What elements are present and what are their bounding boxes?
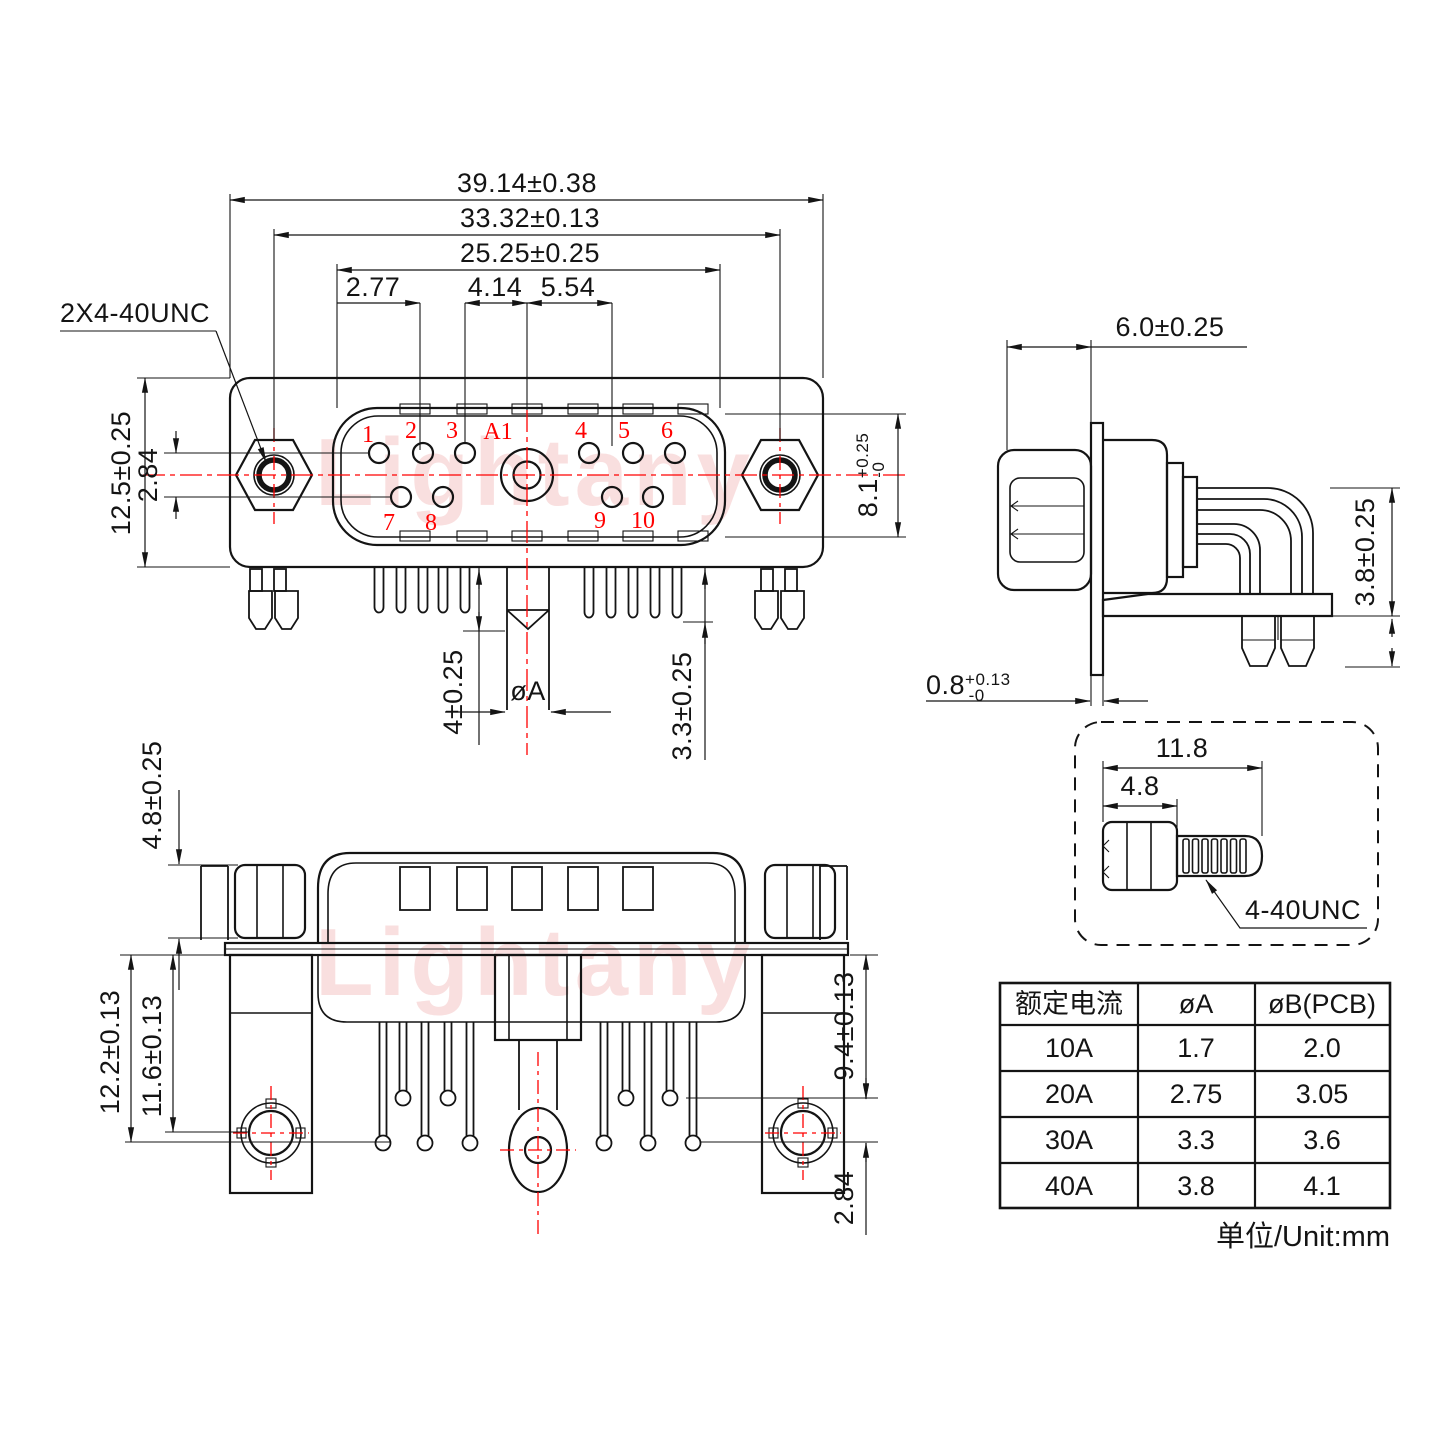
dim-screw-total-length: 11.8 — [1156, 733, 1209, 763]
table-row: 40A 3.8 4.1 — [1045, 1171, 1341, 1201]
cell-dia-b-30a: 3.6 — [1303, 1125, 1341, 1155]
unit-note: 单位/Unit:mm — [1216, 1220, 1390, 1253]
pin-number-labels: 1 2 3 A1 4 5 6 7 8 9 10 — [362, 418, 673, 536]
screw-dimensions: 11.8 4.8 4-40UNC — [1102, 733, 1367, 929]
dim-pin-length: 3.3±0.25 — [667, 652, 697, 761]
dim-pin-row-b: 11.6±0.13 — [137, 995, 167, 1117]
dim-pin-depth: 9.4±0.13 — [829, 972, 859, 1081]
cell-dia-a-20a: 2.75 — [1170, 1079, 1223, 1109]
dim-face-width: 25.25±0.25 — [460, 238, 600, 268]
table-header-dia-a: øA — [1179, 989, 1214, 1019]
dim-pitch-b: 4.14 — [468, 272, 523, 302]
table-row: 30A 3.3 3.6 — [1045, 1125, 1341, 1155]
screw-detail: 11.8 4.8 4-40UNC — [1074, 721, 1379, 946]
spec-table: 额定电流 øA øB(PCB) 10A 1.7 2.0 20A 2.75 3.0… — [998, 981, 1392, 1253]
front-view: 1 2 3 A1 4 5 6 7 8 9 10 — [60, 168, 908, 760]
cell-current-20a: 20A — [1045, 1079, 1093, 1109]
dim-overall-width: 39.14±0.38 — [457, 168, 597, 198]
dim-screw-head-length: 4.8 — [1120, 771, 1159, 801]
cell-dia-b-10a: 2.0 — [1303, 1033, 1341, 1063]
cell-dia-a-30a: 3.3 — [1177, 1125, 1215, 1155]
dim-pin-row-a: 12.2±0.13 — [95, 990, 125, 1114]
dim-tail-height: 3.8±0.25 — [1350, 498, 1380, 607]
mounting-holes — [236, 1098, 838, 1168]
cell-dia-b-40a: 4.1 — [1303, 1171, 1341, 1201]
front-view-dimensions: 39.14±0.38 33.32±0.13 25.25±0.25 2.77 4.… — [60, 168, 906, 760]
bottom-view-dimensions: 4.8±0.25 12.2±0.13 11.6±0.13 9.4±0.13 2.… — [95, 741, 878, 1235]
watermark-text: Lightany — [315, 909, 755, 1016]
thread-callout: 2X4-40UNC — [60, 298, 210, 328]
dim-row-offset: 2.84 — [133, 448, 163, 503]
watermark-layer: Lightany Lightany — [315, 419, 755, 1016]
bottom-view: 4.8±0.25 12.2±0.13 11.6±0.13 9.4±0.13 2.… — [95, 741, 878, 1235]
dim-center-pin-length: 4±0.25 — [438, 649, 468, 734]
pin-label-2: 2 — [405, 418, 417, 444]
side-view-outline — [996, 421, 1334, 677]
side-view: 6.0±0.25 3.8±0.25 0.8+0.13-0 — [926, 312, 1400, 706]
pin-label-5: 5 — [618, 418, 630, 444]
centerlines — [143, 410, 908, 755]
side-view-dimensions: 6.0±0.25 3.8±0.25 0.8+0.13-0 — [926, 312, 1400, 706]
table-row: 10A 1.7 2.0 — [1045, 1033, 1341, 1063]
dim-mount-width: 33.32±0.13 — [460, 203, 600, 233]
dim-center-pin-dia: øA — [510, 676, 546, 706]
cell-current-40a: 40A — [1045, 1171, 1093, 1201]
pin-label-7: 7 — [383, 510, 395, 536]
dim-pitch-a: 2.77 — [346, 272, 401, 302]
detail-boundary — [1074, 721, 1379, 946]
bottom-view-centerlines — [233, 1052, 841, 1235]
pin-label-a1: A1 — [483, 419, 512, 445]
dim-body-height: 12.5±0.25 — [106, 411, 136, 535]
jack-screw — [1101, 820, 1264, 892]
pin-label-3: 3 — [446, 418, 458, 444]
pin-tails — [373, 567, 683, 710]
pin-label-4: 4 — [575, 418, 587, 444]
dim-pitch-c: 5.54 — [541, 272, 596, 302]
boardlock-clips — [248, 568, 805, 630]
bottom-view-outline — [200, 851, 850, 1195]
cell-current-10a: 10A — [1045, 1033, 1093, 1063]
table-header-rated-current: 额定电流 — [1015, 989, 1123, 1019]
dim-standoff-height: 4.8±0.25 — [137, 741, 167, 850]
cell-dia-a-40a: 3.8 — [1177, 1171, 1215, 1201]
pin-label-9: 9 — [594, 508, 606, 534]
screw-thread-callout: 4-40UNC — [1245, 895, 1361, 925]
dim-standoff-depth: 6.0±0.25 — [1116, 312, 1225, 342]
pin-label-8: 8 — [425, 510, 437, 536]
watermark-text: Lightany — [315, 419, 755, 526]
pin-label-6: 6 — [661, 418, 673, 444]
cell-dia-a-10a: 1.7 — [1177, 1033, 1215, 1063]
cell-dia-b-20a: 3.05 — [1296, 1079, 1349, 1109]
dim-face-height: 8.1+0.25-0 — [853, 433, 888, 518]
pin-label-10: 10 — [631, 508, 655, 534]
pin-label-1: 1 — [362, 422, 374, 448]
cell-current-30a: 30A — [1045, 1125, 1093, 1155]
dim-row-offset-bottom: 2.84 — [829, 1171, 859, 1226]
table-row: 20A 2.75 3.05 — [1045, 1079, 1348, 1109]
table-header-dia-b: øB(PCB) — [1268, 989, 1376, 1019]
dim-flange-thickness: 0.8+0.13-0 — [926, 670, 1011, 705]
